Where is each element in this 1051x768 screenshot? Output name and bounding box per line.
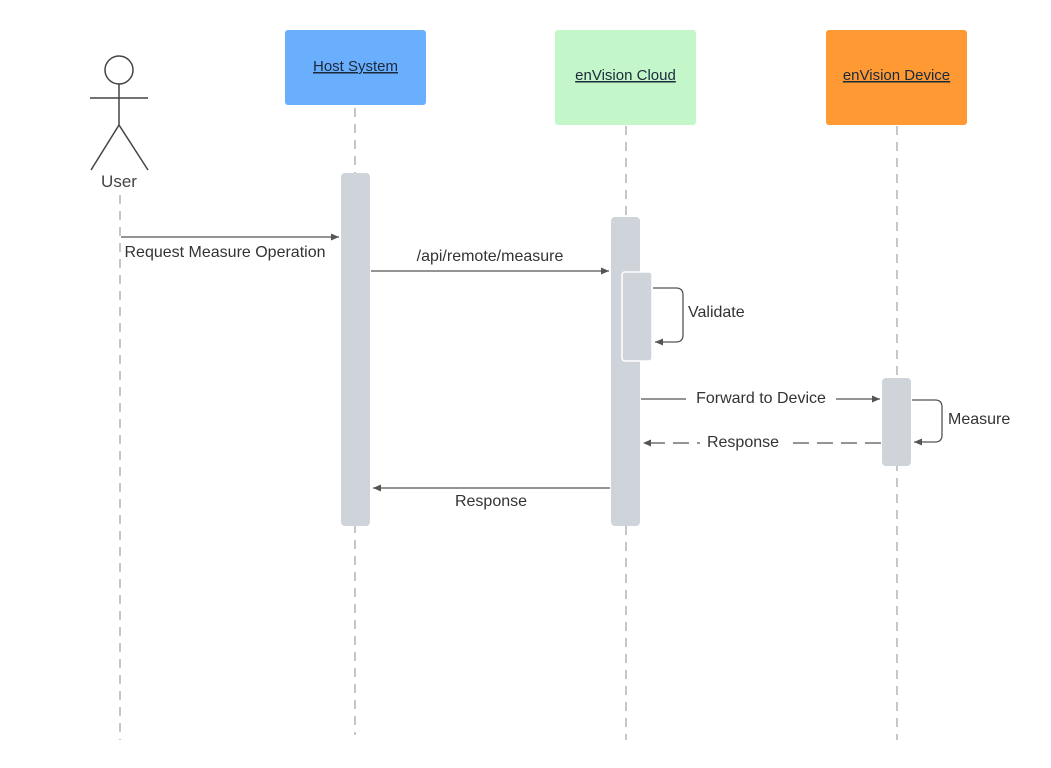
participant-device-box <box>826 30 967 125</box>
message-label-device-response: Response <box>707 434 779 451</box>
message-label-api-measure: /api/remote/measure <box>417 248 564 265</box>
cloud-validate-activation <box>621 271 653 362</box>
participant-host-label: Host System <box>313 58 398 75</box>
device-activation <box>882 378 911 466</box>
message-label-request-measure: Request Measure Operation <box>125 244 326 261</box>
user-actor-label: User <box>101 172 137 191</box>
message-label-device-response-bg <box>700 432 786 452</box>
participant-cloud-box <box>555 30 696 125</box>
message-label-validate: Validate <box>688 304 745 321</box>
cloud-activation <box>611 217 640 526</box>
participant-host-box <box>285 30 426 105</box>
host-activation <box>341 173 370 526</box>
participant-cloud-label: enVision Cloud <box>575 67 676 84</box>
message-label-forward-bg <box>686 388 836 408</box>
message-label-forward: Forward to Device <box>696 390 826 407</box>
participant-device[interactable]: enVision Device <box>826 30 967 125</box>
message-label-measure: Measure <box>948 411 1010 428</box>
user-actor-icon <box>90 55 149 171</box>
message-label-response: Response <box>455 493 527 510</box>
participant-device-label: enVision Device <box>843 67 950 84</box>
message-arrow-validate <box>653 287 684 346</box>
message-arrow-measure <box>912 399 943 446</box>
participant-host[interactable]: Host System <box>285 30 426 105</box>
participant-cloud[interactable]: enVision Cloud <box>555 30 696 125</box>
